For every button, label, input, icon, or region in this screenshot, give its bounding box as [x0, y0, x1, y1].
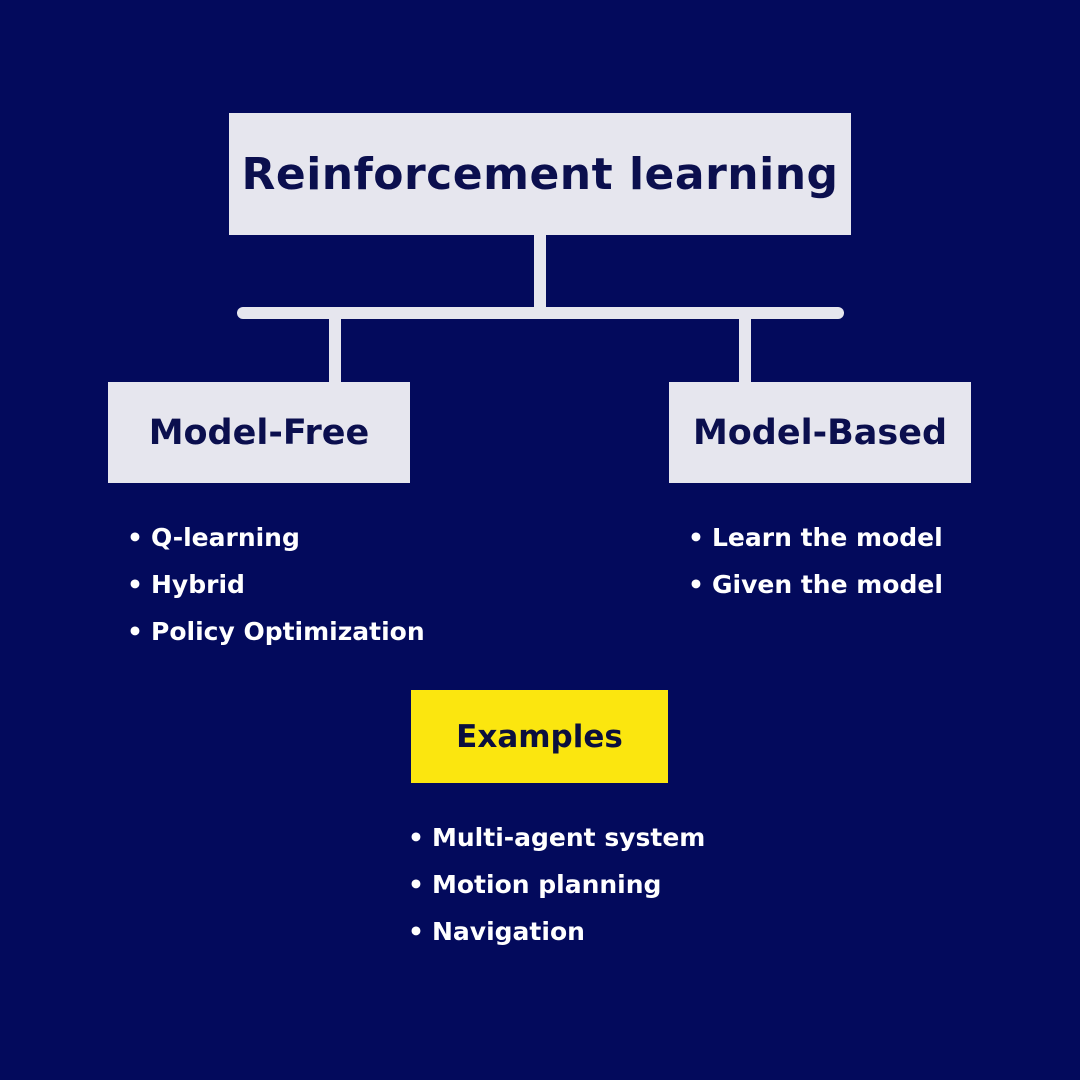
list-item: Q-learning [127, 514, 425, 561]
root-node: Reinforcement learning [229, 113, 851, 235]
examples-list: Multi-agent system Motion planning Navig… [408, 814, 705, 955]
model-free-node: Model-Free [108, 382, 410, 483]
examples-label: Examples [456, 718, 623, 755]
list-item: Motion planning [408, 861, 705, 908]
list-item: Navigation [408, 908, 705, 955]
list-item: Given the model [688, 561, 943, 608]
list-item: Hybrid [127, 561, 425, 608]
list-item: Learn the model [688, 514, 943, 561]
model-based-label: Model-Based [692, 412, 948, 453]
model-based-list: Learn the model Given the model [688, 514, 943, 608]
model-based-node: Model-Based [669, 382, 971, 483]
model-free-list: Q-learning Hybrid Policy Optimization [127, 514, 425, 655]
list-item: Multi-agent system [408, 814, 705, 861]
list-item: Policy Optimization [127, 608, 425, 655]
root-node-label: Reinforcement learning [241, 148, 839, 200]
examples-node: Examples [411, 690, 668, 783]
model-free-label: Model-Free [148, 412, 370, 453]
